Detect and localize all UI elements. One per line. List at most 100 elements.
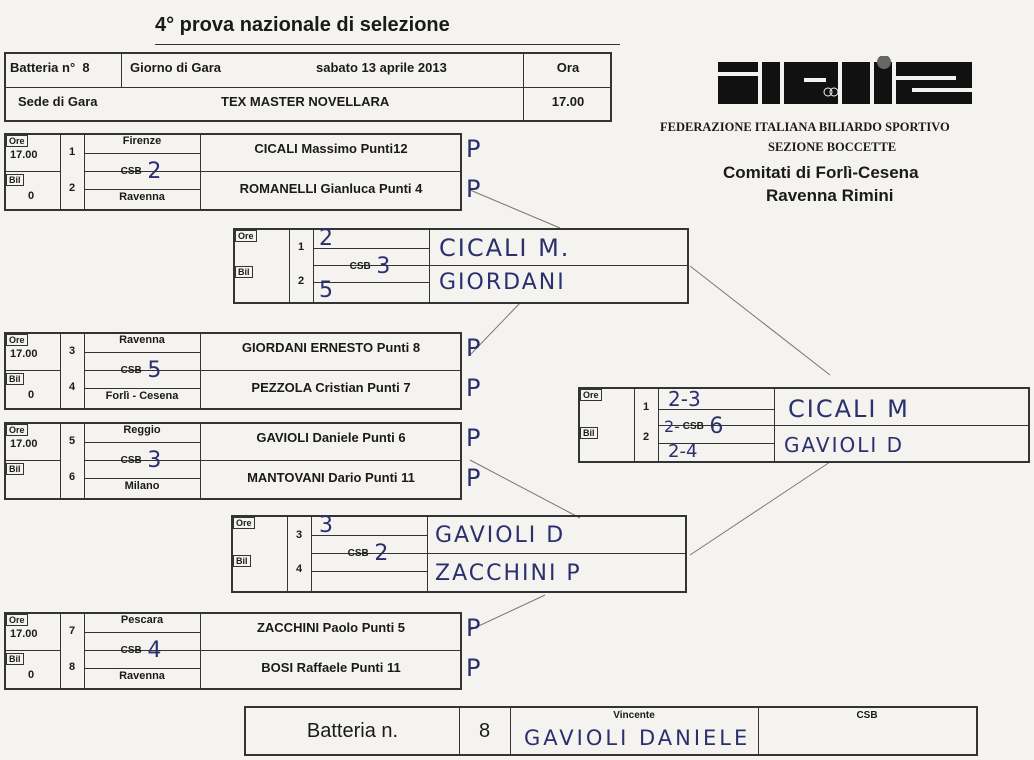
ore-tag: Ore [233,517,255,529]
top-mark: P [466,334,481,362]
bottom-player: BOSI Raffaele Punti 11 [261,660,401,675]
ora-value: 17.00 [551,94,585,109]
ore-value: 17.00 [10,438,38,450]
bottom-player: GAVIOLI D [784,433,905,457]
giorno-value: sabato 13 aprile 2013 [316,60,447,75]
top-player: CICALI M. [439,234,571,262]
top-player: ZACCHINI Paolo Punti 5 [256,620,406,635]
bottom-mark: P [466,464,481,492]
csb-hand: 3 [376,253,393,279]
top-city: Ravenna [119,334,165,346]
bottom-city: Forlì - Cesena [105,390,179,402]
csb-cell: CSB 3 [349,253,393,279]
top-player: CICALI Massimo Punti12 [254,141,408,156]
footer-box: Batteria n. 8 Vincente GAVIOLI DANIELE C… [244,706,978,756]
ore-tag: Ore [6,424,28,436]
bottom-player: MANTOVANI Dario Punti 11 [247,470,415,485]
bil-value: 0 [28,669,35,681]
csb-cell: CSB 5 [120,357,164,383]
bottom-num: 2 [642,431,650,443]
csb-hand: 5 [147,357,164,383]
federazione-text: FEDERAZIONE ITALIANA BILIARDO SPORTIVO [660,120,950,134]
vincente-value: GAVIOLI DANIELE [524,726,751,750]
bottom-score: 5 [319,278,333,303]
csb-cell: CSB 3 [120,447,164,473]
bottom-mark: P [466,374,481,402]
csb-hand: 2 [147,158,164,184]
bottom-mark: P [466,654,481,682]
batteria-number: 8 [82,60,90,75]
ore-tag: Ore [6,614,28,626]
match-1: Ore 17.00 Bil 0 1 2 Firenze CSB 2 Ravenn… [4,133,480,213]
bottom-city: Ravenna [119,191,165,203]
csb-cell: CSB 2 [120,158,164,184]
ore-value: 17.00 [10,628,38,640]
batteria-label: Batteria n° 8 [10,60,90,75]
csb-label: CSB [856,709,878,721]
bil-tag: Bil [6,373,24,385]
top-score: 2-3 [668,387,701,411]
comitati-line-2: Ravenna Rimini [766,186,894,205]
top-city: Pescara [120,614,164,626]
bil-value: 0 [28,389,35,401]
sede-label: Sede di Gara [18,94,98,109]
semi-1: Ore Bil 1 2 2 CSB 3 5 CICALI M. GIORDANI [233,226,691,306]
bottom-num: 6 [68,471,76,483]
bil-tag: Bil [235,266,253,278]
top-player: GIORDANI ERNESTO Punti 8 [241,340,421,355]
ore-value: 17.00 [10,149,38,161]
bil-tag: Bil [233,555,251,567]
csb-cell: 2- CSB 6 [664,413,726,439]
footer-batteria-num: 8 [478,719,491,742]
top-player: GAVIOLI D [435,523,566,548]
bottom-player: ROMANELLI Gianluca Punti 4 [239,181,423,196]
bottom-num: 8 [68,661,76,673]
top-num: 7 [68,625,76,637]
ore-value: 17.00 [10,348,38,360]
bil-tag: Bil [6,463,24,475]
footer-batteria-label: Batteria n. [306,719,399,742]
bottom-city: Milano [124,480,160,492]
top-num: 1 [68,146,76,158]
bottom-num: 2 [297,275,305,287]
top-num: 5 [68,435,76,447]
fibis-logo [718,55,973,106]
top-player: GAVIOLI Daniele Punti 6 [256,430,406,445]
bil-tag: Bil [580,427,598,439]
bottom-city: Ravenna [119,670,165,682]
top-city: Reggio [123,424,161,436]
top-mark: P [466,614,481,642]
csb-hand: 3 [147,447,164,473]
bottom-player: ZACCHINI P [435,561,582,586]
bil-value: 0 [28,190,35,202]
top-num: 1 [297,241,305,253]
top-num: 3 [295,529,303,541]
ore-tag: Ore [6,135,28,147]
ore-tag: Ore [6,334,28,346]
match-4: Ore 17.00 Bil 0 7 8 Pescara CSB 4 Ravenn… [4,612,480,692]
title-underline [155,44,620,45]
bottom-player: PEZZOLA Cristian Punti 7 [251,380,411,395]
match-3: Ore 17.00 Bil 5 6 Reggio CSB 3 Milano GA… [4,422,480,502]
bottom-num: 4 [68,381,76,393]
top-mark: P [466,424,481,452]
comitati-line-1: Comitati di Forlì-Cesena [723,163,919,182]
ore-tag: Ore [235,230,257,242]
top-player: CICALI M [788,395,910,423]
csb-cell: CSB 2 [347,540,391,566]
top-num: 3 [68,345,76,357]
top-mark: P [466,135,481,163]
csb-hand: 2 [374,540,391,566]
match-2: Ore 17.00 Bil 0 3 4 Ravenna CSB 5 Forlì … [4,332,480,412]
top-score: 3 [319,513,333,538]
bottom-num: 4 [295,563,303,575]
sezione-text: SEZIONE BOCCETTE [768,140,897,154]
top-city: Firenze [122,135,162,147]
bottom-num: 2 [68,182,76,194]
bottom-score: 2-4 [668,441,698,462]
csb-hand: 4 [147,637,164,663]
top-score: 2 [319,226,333,251]
page-title: 4° prova nazionale di selezione [155,14,450,36]
bil-tag: Bil [6,653,24,665]
header-box: Batteria n° 8 Giorno di Gara sabato 13 a… [4,52,612,122]
